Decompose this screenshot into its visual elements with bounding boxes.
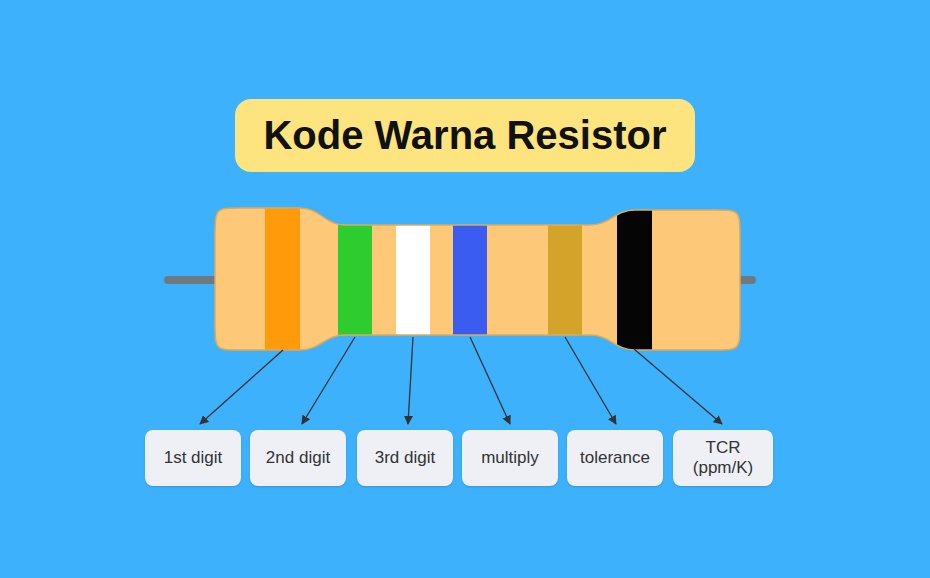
label-box: 2nd digit [250,430,346,486]
label-text: 1st digit [164,448,223,468]
color-band [453,200,487,360]
label-text: tolerance [580,448,650,468]
leader-line [565,337,616,424]
label-text: multiply [481,448,539,468]
resistor-outline [215,208,740,350]
label-box: multiply [462,430,558,486]
leader-line [470,337,510,424]
label-text: 2nd digit [266,448,330,468]
color-band [548,200,582,360]
color-band [396,200,430,360]
leader-line [200,350,283,424]
label-box: tolerance [567,430,663,486]
title-banner: Kode Warna Resistor [235,99,694,172]
color-band [617,200,652,360]
label-text: 3rd digit [375,448,435,468]
leader-line [302,337,355,424]
label-box: 1st digit [145,430,241,486]
leader-line [634,349,722,424]
label-box: 3rd digit [357,430,453,486]
color-band [265,200,300,360]
leader-line [408,337,413,424]
label-text: TCR (ppm/K) [688,438,758,479]
color-band [338,200,372,360]
label-box: TCR (ppm/K) [673,430,773,486]
